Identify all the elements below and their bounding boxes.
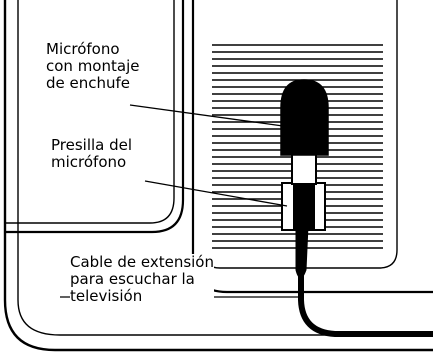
mic-label-leader xyxy=(129,104,284,127)
clip-inner-band xyxy=(293,183,315,230)
device-inner-housing-line xyxy=(17,0,433,336)
clip-label: Presilla del micrófono xyxy=(51,136,133,171)
mic-label-line-3: de enchufe xyxy=(46,74,131,92)
mic-label: Micrófono con montaje de enchufe xyxy=(46,40,140,92)
cable-label-line-3: televisión xyxy=(70,287,143,305)
cable-label: Cable de extensión para escuchar la tele… xyxy=(70,254,214,305)
clip-label-line-2: micrófono xyxy=(51,153,127,171)
extension-cable xyxy=(298,265,433,337)
cable-sleeve xyxy=(295,225,309,279)
clip-label-line-1: Presilla del xyxy=(51,136,133,154)
mic-label-line-2: con montaje xyxy=(46,57,140,75)
front-panel-outline xyxy=(5,0,185,234)
microphone-neck xyxy=(291,152,317,185)
cable-label-line-1: Cable de extensión xyxy=(70,253,214,271)
clip-label-leader xyxy=(144,180,288,207)
device-housing-outline xyxy=(3,0,433,352)
microphone-head xyxy=(280,79,329,156)
front-panel-inner-line xyxy=(5,0,175,224)
cable-label-line-2: para escuchar la xyxy=(70,270,195,288)
mic-label-line-1: Micrófono xyxy=(46,40,120,58)
